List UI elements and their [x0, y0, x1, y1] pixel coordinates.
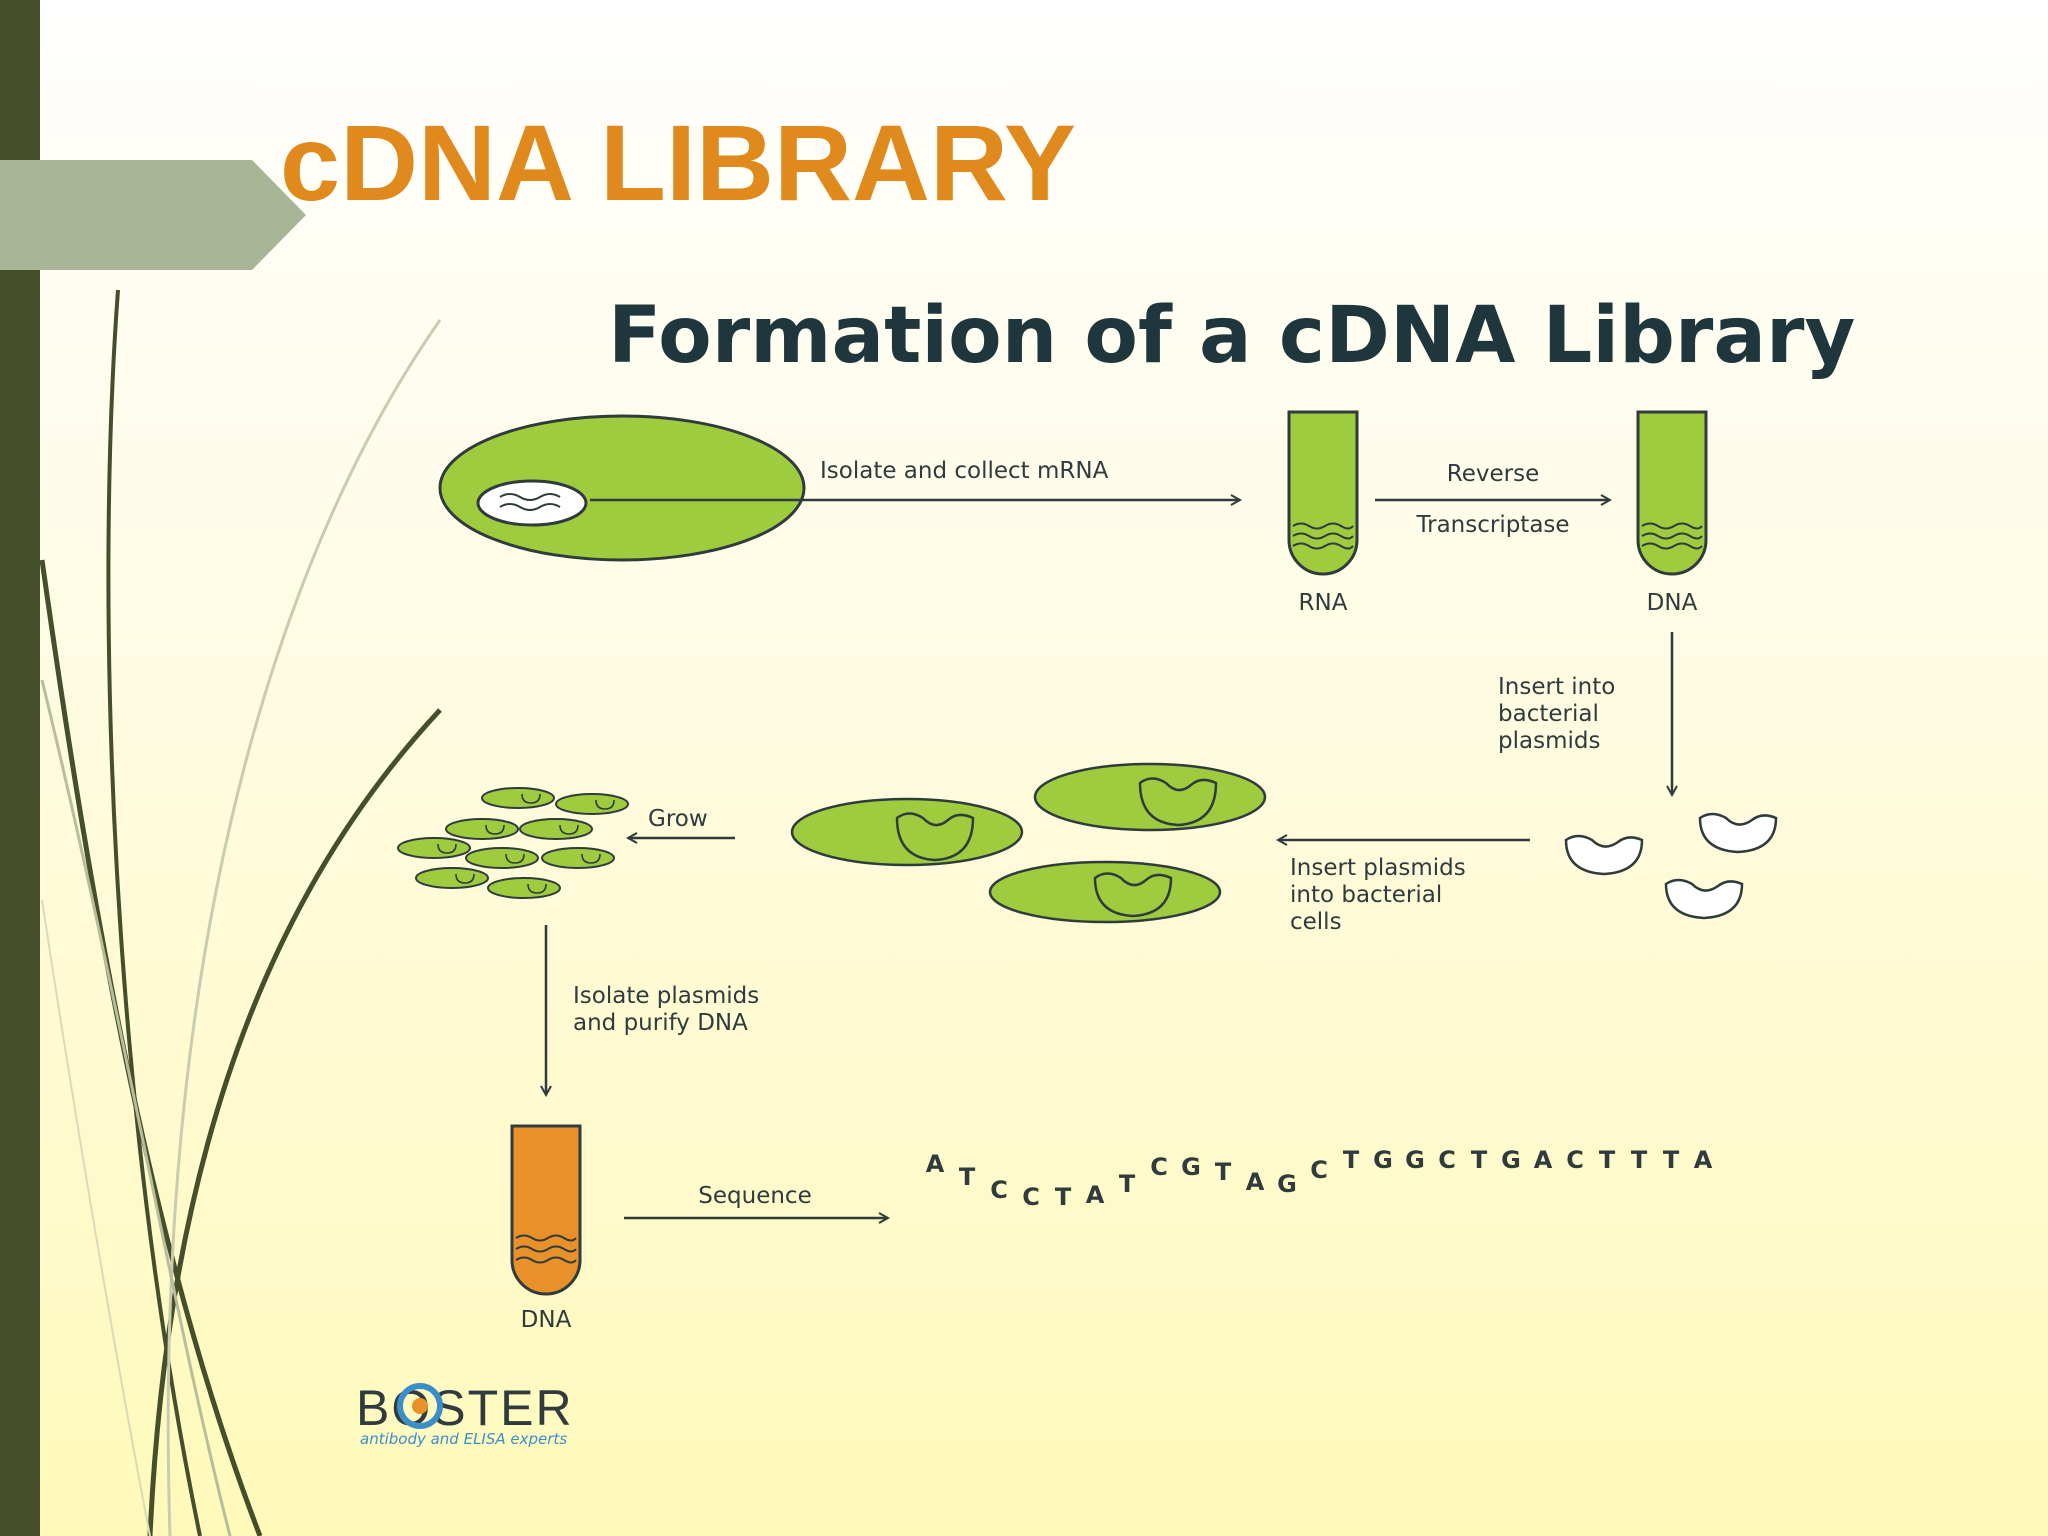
label-insert-plasmids-3: cells [1290, 909, 1342, 935]
sequence-letter: C [1150, 1153, 1168, 1181]
label-dna-top: DNA [1647, 590, 1698, 616]
boster-logo: BOSTER antibody and ELISA experts [356, 1380, 574, 1448]
rna-tube [1287, 410, 1359, 576]
sequence-letter: G [1181, 1153, 1201, 1181]
sequence-letter: G [1405, 1146, 1425, 1174]
sequence-letter: A [1534, 1146, 1553, 1174]
sequence-letter: A [1246, 1168, 1265, 1196]
dna-tube-green [1636, 410, 1708, 576]
sequence-letter: C [990, 1176, 1008, 1204]
sequence-letter: A [1694, 1146, 1713, 1174]
label-sequence: Sequence [698, 1183, 811, 1209]
bacterial-cell [988, 860, 1222, 924]
sequence-letter: A [1086, 1181, 1105, 1209]
label-dna-bottom: DNA [521, 1307, 572, 1333]
label-insert-plasmids-1: Insert plasmids [1290, 855, 1466, 881]
sequence-letter: G [1501, 1146, 1521, 1174]
dna-tube-orange [510, 1124, 582, 1296]
label-insert-plasmids-2: into bacterial [1290, 882, 1442, 908]
sequence-letter: T [1055, 1183, 1072, 1211]
sequence-letter: G [1373, 1146, 1393, 1174]
label-isolate-plasmids-1: Isolate plasmids [573, 983, 759, 1009]
heading-tab-shape [0, 160, 306, 270]
sequence-letter: A [926, 1150, 945, 1178]
diagram-title: Formation of a cDNA Library [608, 291, 1855, 381]
label-plasmids: plasmids [1498, 728, 1600, 754]
plasmids-group [1564, 812, 1778, 920]
sequence-letter: T [1119, 1170, 1136, 1198]
plasmid-shape [1564, 834, 1644, 876]
nucleus-shape [476, 479, 588, 527]
label-reverse: Reverse [1447, 461, 1539, 487]
sequence-letter: C [1022, 1183, 1040, 1211]
sequence-letter: T [1471, 1146, 1488, 1174]
colony-plasmids [437, 793, 615, 894]
sequence-letter: T [959, 1163, 976, 1191]
sequence-letter: G [1277, 1170, 1297, 1198]
sequence-letter: C [1566, 1146, 1584, 1174]
plasmid-shape [1664, 878, 1744, 920]
label-rna: RNA [1299, 590, 1348, 616]
label-isolate-plasmids-2: and purify DNA [573, 1010, 748, 1036]
logo-circle-icon [397, 1383, 443, 1429]
bacterial-cell [790, 797, 1024, 867]
sequence-letter: T [1343, 1146, 1360, 1174]
bacterial-cells [790, 762, 1267, 924]
label-transcriptase: Transcriptase [1415, 512, 1569, 538]
logo-tagline: antibody and ELISA experts [360, 1430, 567, 1448]
label-isolate-mrna: Isolate and collect mRNA [820, 458, 1109, 484]
cell-colony [397, 787, 629, 899]
plasmid-shape [1698, 812, 1778, 854]
label-bacterial: bacterial [1498, 701, 1599, 727]
source-cell [438, 414, 806, 562]
sequence-letter: T [1215, 1158, 1232, 1186]
label-grow: Grow [648, 806, 708, 832]
slide-heading: cDNA LIBRARY [280, 102, 1076, 223]
sequence-letter: C [1310, 1156, 1328, 1184]
bacterial-cell [1033, 762, 1267, 832]
decorative-curves [39, 289, 442, 1536]
sequence-letter: C [1438, 1146, 1456, 1174]
sequence-letter: T [1599, 1146, 1616, 1174]
logo-brand: BOSTER [356, 1380, 574, 1436]
sequence-letter: T [1631, 1146, 1648, 1174]
label-insert-into: Insert into [1498, 674, 1615, 700]
sequence-letter: T [1663, 1146, 1680, 1174]
